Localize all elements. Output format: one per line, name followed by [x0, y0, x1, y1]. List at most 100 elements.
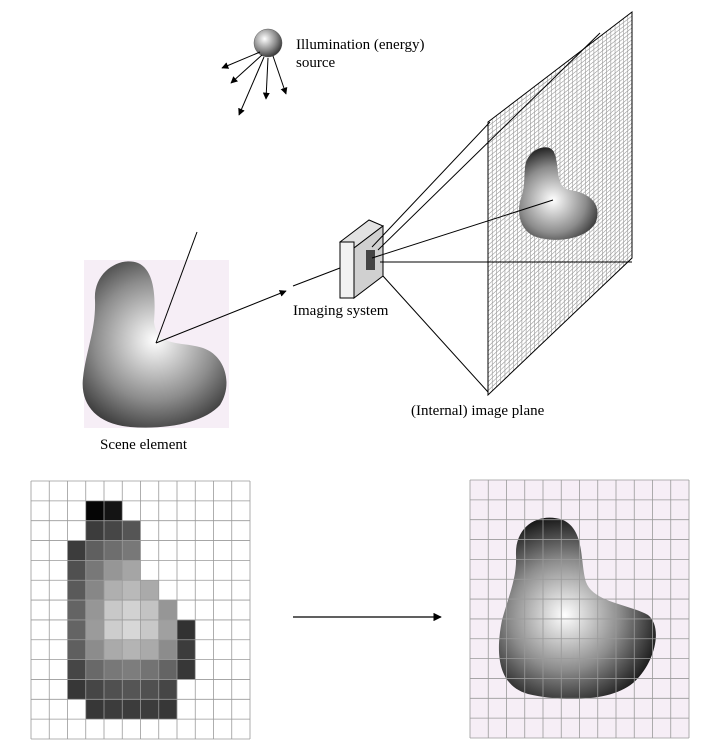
- pixel-cell: [85, 659, 104, 680]
- pixel-cell: [85, 639, 104, 660]
- plane-grid-hline: [488, 95, 632, 215]
- pixel-cell: [140, 639, 159, 660]
- pixel-cell: [122, 659, 141, 680]
- pixel-cell: [122, 540, 141, 561]
- projected-image-shape: [519, 147, 598, 240]
- pixel-cell: [122, 520, 141, 541]
- plane-grid-hline: [488, 249, 632, 387]
- pixel-cell: [67, 619, 86, 640]
- pixel-cell: [104, 580, 123, 601]
- pixel-cell: [104, 600, 123, 620]
- plane-grid-hline: [488, 194, 632, 325]
- plane-grid-hline: [488, 23, 632, 136]
- pixel-cell: [104, 520, 123, 541]
- plane-grid-hline: [488, 63, 632, 180]
- pixel-cell: [122, 679, 141, 700]
- pixel-cell: [122, 580, 141, 601]
- digital-image-output: [30, 480, 251, 740]
- sampling-grid-right: [469, 479, 690, 739]
- imaging-system-label: Imaging system: [293, 303, 389, 319]
- plane-grid-hline: [488, 75, 632, 193]
- pixel-cell: [67, 600, 86, 620]
- field-of-view-line-upper: [371, 121, 491, 248]
- pixel-cell: [177, 619, 196, 640]
- plane-grid-hline: [488, 114, 632, 237]
- pixel-cell: [158, 639, 177, 660]
- imaging-system: Imaging system: [292, 219, 389, 319]
- plane-grid-hline: [488, 198, 632, 330]
- image-plane: (Internal) image plane: [371, 10, 633, 419]
- pixel-cell: [104, 540, 123, 561]
- reflected-ray: [155, 290, 287, 344]
- plane-grid-hline: [488, 226, 632, 360]
- field-of-view-line-lower: [382, 275, 489, 393]
- plane-grid-hline: [488, 210, 632, 343]
- scene-element-shape: [82, 261, 227, 428]
- center-ray: [371, 199, 554, 259]
- plane-grid-hline: [488, 91, 632, 211]
- plane-grid-hline: [488, 67, 632, 184]
- illumination-source: Illumination (energy) source: [221, 28, 424, 116]
- plane-grid-hline: [488, 39, 632, 154]
- quantized-pixels: [67, 500, 196, 720]
- plane-grid-hline: [488, 233, 632, 369]
- pixel-cell: [122, 600, 141, 620]
- imaging-box-front: [339, 241, 355, 299]
- plane-grid-hline: [488, 55, 632, 171]
- pixel-cell: [122, 619, 141, 640]
- ray-to-imaging-system: [292, 267, 341, 287]
- incident-ray: [155, 231, 198, 344]
- plane-grid-hline: [488, 27, 632, 140]
- plane-grid-hline: [488, 47, 632, 162]
- pixel-cell: [104, 619, 123, 640]
- image-plane-label: (Internal) image plane: [411, 403, 545, 419]
- pixel-cell: [85, 600, 104, 620]
- pixel-cell: [67, 540, 86, 561]
- plane-grid-hline: [488, 230, 632, 365]
- pixel-cell: [67, 679, 86, 700]
- plane-grid-hline: [488, 182, 632, 312]
- pixel-cell: [122, 639, 141, 660]
- plane-grid-hline: [488, 110, 632, 233]
- pixel-cell: [122, 560, 141, 581]
- light-ray: [221, 51, 261, 69]
- pixel-cell: [158, 600, 177, 620]
- pixel-cell: [158, 659, 177, 680]
- imaging-lens: [366, 250, 375, 270]
- pixel-cell: [104, 500, 123, 521]
- continuous-image-shape: [498, 517, 656, 700]
- plane-grid-hline: [488, 241, 632, 378]
- light-ray: [262, 57, 270, 100]
- plane-grid-hline: [488, 253, 632, 391]
- pixel-cell: [140, 679, 159, 700]
- pixel-cell: [85, 699, 104, 720]
- plane-grid-hline: [488, 178, 632, 308]
- plane-grid-hline: [488, 190, 632, 321]
- plane-grid-hline: [488, 214, 632, 347]
- plane-grid-hline: [488, 87, 632, 206]
- plane-grid-hline: [488, 83, 632, 202]
- light-ray: [238, 56, 265, 116]
- plane-grid-hline: [488, 103, 632, 224]
- pixel-cell: [85, 679, 104, 700]
- pixel-cell: [85, 580, 104, 601]
- image-plane-grid: [488, 12, 632, 395]
- illumination-label-line2: source: [296, 55, 335, 71]
- plane-grid-hline: [488, 237, 632, 374]
- pixel-cell: [140, 619, 159, 640]
- light-ray: [272, 55, 288, 95]
- light-source-sphere: [253, 28, 283, 58]
- pixel-cell: [104, 659, 123, 680]
- pixel-cell: [140, 580, 159, 601]
- plane-grid-hline: [488, 202, 632, 334]
- pixel-cell: [85, 560, 104, 581]
- pixel-cell: [104, 639, 123, 660]
- light-ray: [230, 54, 263, 84]
- pixel-cell: [140, 699, 159, 720]
- pixel-cell: [67, 659, 86, 680]
- pixel-cell: [85, 520, 104, 541]
- plane-grid-hline: [488, 118, 632, 242]
- pixel-cell: [67, 639, 86, 660]
